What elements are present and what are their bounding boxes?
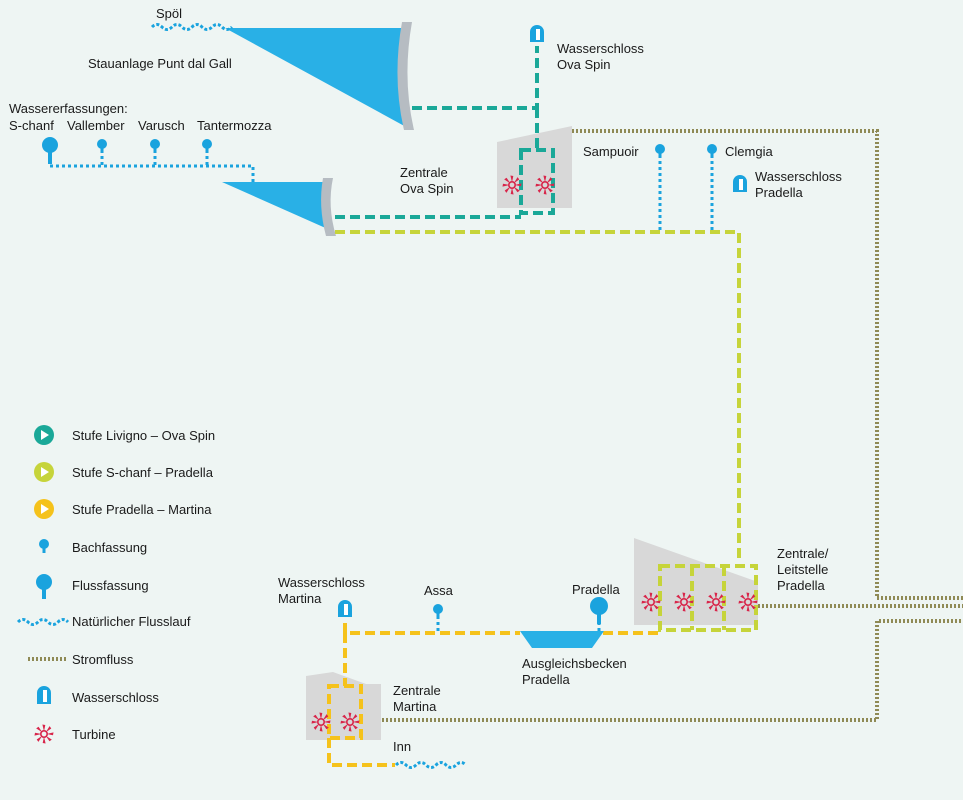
turbine-icon — [535, 175, 555, 195]
turbine-icon — [34, 724, 54, 744]
powerhouse-pradella — [634, 538, 758, 625]
brook-intake-icon — [707, 144, 717, 157]
turbine-icon — [738, 592, 758, 612]
reservoir-ova-spin — [222, 178, 336, 236]
legend-label-wasserschloss: Wasserschloss — [72, 690, 159, 705]
brook-intake-icon — [150, 139, 160, 152]
legend-label-martina: Stufe Pradella – Martina — [72, 502, 212, 517]
label-ausgleichsbecken: Ausgleichsbecken Pradella — [522, 656, 627, 687]
power-line-martina — [366, 619, 963, 722]
label-sampuoir: Sampuoir — [583, 144, 639, 159]
intakes — [42, 137, 717, 624]
river-spoel-icon — [150, 23, 234, 31]
label-varusch: Varusch — [138, 118, 185, 133]
turbine-icon — [502, 175, 522, 195]
power-lines — [366, 129, 963, 722]
legend-label-turbine: Turbine — [72, 727, 116, 742]
conduit-s-chanf-pradella — [335, 230, 758, 632]
turbine-icon — [311, 712, 331, 732]
legend-label-livigno: Stufe Livigno – Ova Spin — [72, 428, 216, 443]
surge-tank-pradella-icon — [733, 175, 747, 192]
conduit-livigno-ova-spin — [335, 46, 555, 219]
brook-intake-icon — [202, 139, 212, 152]
power-line-ova-spin — [572, 129, 963, 600]
reservoir-punt-dal-gall — [225, 22, 414, 130]
brook-intake-icon — [39, 539, 49, 553]
label-tantermozza: Tantermozza — [197, 118, 272, 133]
legend-label-flussfassung: Flussfassung — [72, 578, 149, 593]
label-wassererfassungen: Wassererfassungen: — [9, 101, 128, 116]
river-wave-icon — [16, 618, 70, 626]
river-intake-icon — [590, 597, 608, 624]
brook-intake-icon — [433, 604, 443, 617]
conduit-pradella-martina — [327, 623, 660, 767]
surge-tank-icon — [37, 686, 51, 704]
legend-label-bachfassung: Bachfassung — [72, 540, 148, 555]
label-zentrale-ova-spin: Zentrale Ova Spin — [400, 165, 454, 196]
brook-intake-icon — [97, 139, 107, 152]
label-punt-dal-gall: Stauanlage Punt dal Gall — [88, 56, 232, 71]
river-intake-icon — [36, 574, 52, 599]
legend-label-flusslauf: Natürlicher Flusslauf — [72, 614, 191, 629]
turbine-icon — [706, 592, 726, 612]
intake-feeders — [50, 150, 714, 633]
label-wasserschloss-ova-spin: Wasserschloss Ova Spin — [557, 41, 644, 72]
label-zentrale-pradella: Zentrale/ Leitstelle Pradella — [777, 546, 829, 593]
river-inn-icon — [394, 761, 468, 769]
play-circle-yellow-icon — [34, 499, 54, 519]
label-spoel: Spöl — [156, 6, 183, 21]
reservoir-ausgleichsbecken — [520, 631, 604, 648]
label-pradella: Pradella — [572, 582, 620, 597]
river-intake-icon — [42, 137, 58, 164]
legend-label-stromfluss: Stromfluss — [72, 652, 134, 667]
legend-icons — [16, 425, 70, 744]
label-inn: Inn — [393, 739, 412, 754]
label-zentrale-martina: Zentrale Martina — [393, 683, 441, 714]
label-s-chanf: S-chanf — [9, 118, 54, 133]
label-wasserschloss-martina: Wasserschloss Martina — [278, 575, 365, 606]
label-wasserschloss-pradella: Wasserschloss Pradella — [755, 169, 842, 200]
turbine-icon — [641, 592, 661, 612]
brook-intake-icon — [655, 144, 665, 157]
turbine-icon — [34, 724, 54, 744]
turbines — [311, 175, 758, 732]
powerhouse-ova-spin — [497, 126, 572, 208]
surge-tank-martina-icon — [338, 600, 352, 617]
play-circle-lime-icon — [34, 462, 54, 482]
turbine-icon — [340, 712, 360, 732]
label-vallember: Vallember — [67, 118, 125, 133]
legend-label-s-chanf: Stufe S-chanf – Pradella — [72, 465, 213, 480]
label-assa: Assa — [424, 583, 453, 598]
turbine-icon — [674, 592, 694, 612]
play-circle-teal-icon — [34, 425, 54, 445]
label-clemgia: Clemgia — [725, 144, 773, 159]
surge-tank-ova-spin-icon — [530, 25, 544, 42]
